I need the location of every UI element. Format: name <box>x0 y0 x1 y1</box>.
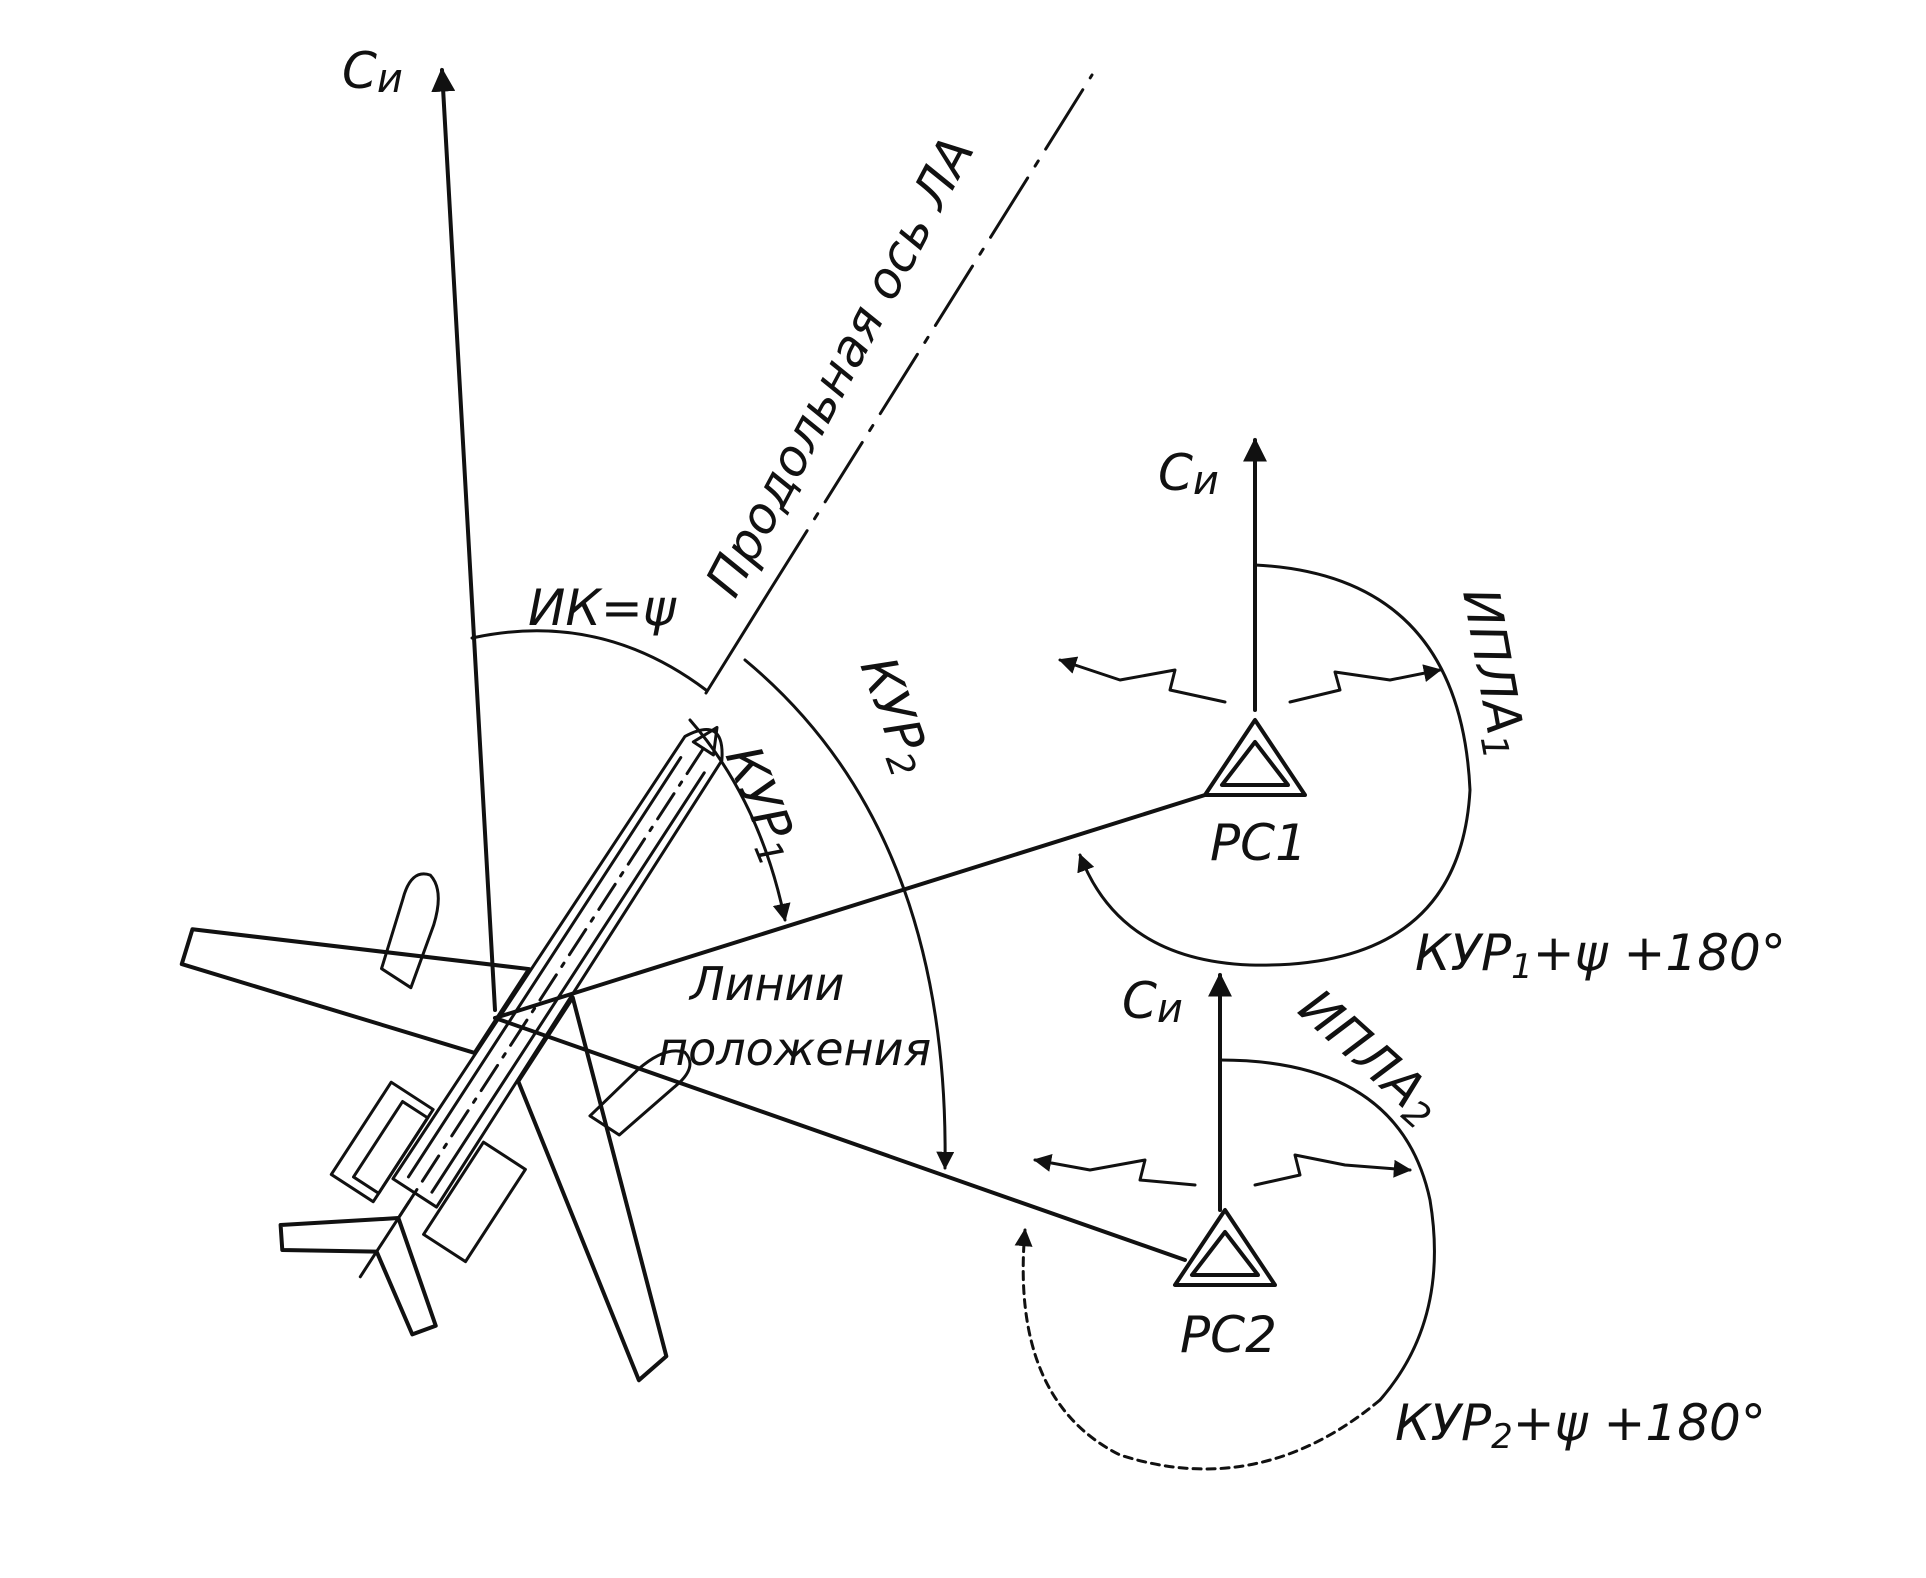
rs1-triangle <box>1203 718 1307 797</box>
rs2-wave-right <box>1253 1153 1412 1187</box>
north-label-rs2: Си <box>1122 972 1183 1032</box>
heading-label: ИК=ψ <box>528 579 677 637</box>
position-lines-label-1: Линии <box>688 957 844 1011</box>
formula-1: КУР1+ψ +180° <box>1415 924 1786 987</box>
formula-2: КУР2+ψ +180° <box>1395 1394 1766 1457</box>
rs1-wave-left <box>1058 656 1227 704</box>
heading-arc <box>470 629 708 692</box>
position-lines-label-2: положения <box>658 1022 931 1076</box>
ippla2-arc-bottom <box>1014 1228 1382 1471</box>
ippla1-arc <box>1077 563 1472 967</box>
rs1-wave-right <box>1288 664 1442 704</box>
kur1-label: КУР1 <box>709 738 812 872</box>
position-line-1 <box>493 793 1207 1020</box>
north-label-rs1: Си <box>1158 444 1219 504</box>
ippla2-arc-top <box>1218 1058 1436 1402</box>
aircraft <box>179 725 724 1383</box>
north-axis-aircraft <box>431 67 497 1012</box>
rs1-label: РС1 <box>1210 814 1307 872</box>
longitudinal-axis-label: Продольная ось ЛА <box>694 127 985 605</box>
longitudinal-axis-solid <box>704 588 772 695</box>
ippla2-label: ИПЛА2 <box>1285 978 1453 1138</box>
north-label-aircraft: Си <box>342 42 403 102</box>
rs2-label: РС2 <box>1180 1306 1277 1364</box>
position-line-2 <box>493 1016 1187 1262</box>
rs2-wave-left <box>1033 1154 1197 1187</box>
kur2-label: КУР2 <box>844 649 944 782</box>
rs2-triangle <box>1173 1208 1277 1287</box>
kur2-arc <box>743 658 955 1170</box>
longitudinal-axis-dashed <box>768 73 1094 592</box>
kur1-arc <box>688 718 791 922</box>
ippla1-label: ИПЛА1 <box>1446 584 1538 762</box>
